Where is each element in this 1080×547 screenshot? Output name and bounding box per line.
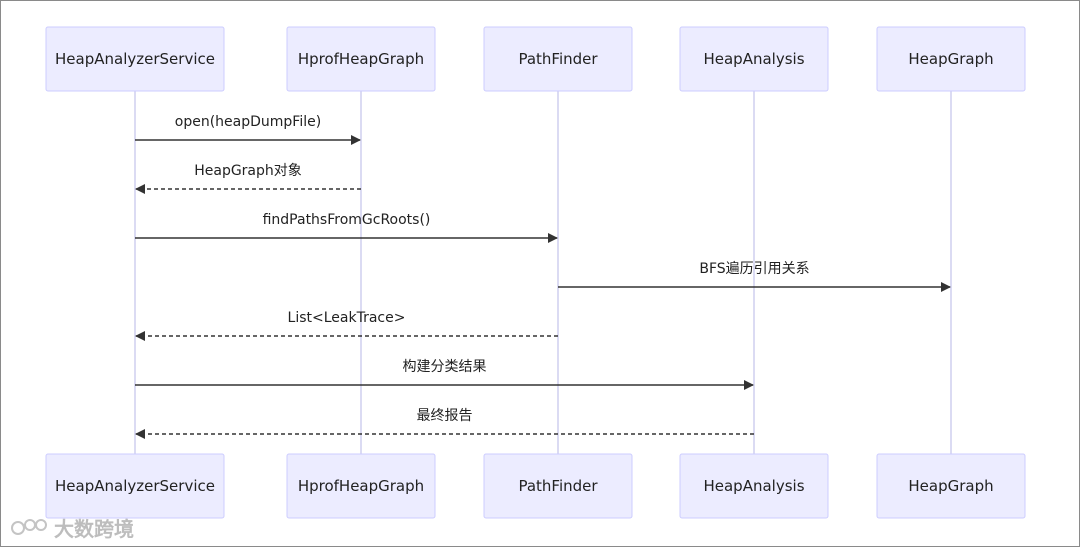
actor-graph-top: HeapGraph <box>876 26 1026 92</box>
message-7: 最终报告 <box>135 408 754 439</box>
actor-label: HprofHeapGraph <box>298 50 424 68</box>
watermark: 大数跨境 <box>10 513 134 542</box>
actor-box <box>876 26 1026 92</box>
actor-path-bottom: PathFinder <box>483 453 633 519</box>
actor-box <box>45 453 225 519</box>
message-label: List<LeakTrace> <box>288 310 406 326</box>
watermark-text: 大数跨境 <box>54 517 134 541</box>
message-label: open(heapDumpFile) <box>175 114 321 130</box>
actor-box <box>679 453 829 519</box>
actor-box <box>45 26 225 92</box>
actor-label: HprofHeapGraph <box>298 477 424 495</box>
actor-label: HeapAnalyzerService <box>55 477 215 495</box>
message-1: open(heapDumpFile) <box>135 114 361 145</box>
actor-label: PathFinder <box>518 477 598 495</box>
message-label: 最终报告 <box>417 408 473 424</box>
actor-box <box>286 26 436 92</box>
actor-label: HeapAnalysis <box>703 50 804 68</box>
message-6: 构建分类结果 <box>135 359 754 390</box>
actor-box <box>679 26 829 92</box>
actor-box <box>286 453 436 519</box>
actor-svc-top: HeapAnalyzerService <box>45 26 225 92</box>
actor-svc-bottom: HeapAnalyzerService <box>45 453 225 519</box>
message-label: findPathsFromGcRoots() <box>263 212 431 228</box>
actor-label: HeapGraph <box>908 50 993 68</box>
actor-analysis-top: HeapAnalysis <box>679 26 829 92</box>
message-label: HeapGraph对象 <box>194 163 302 179</box>
actor-graph-bottom: HeapGraph <box>876 453 1026 519</box>
actor-label: PathFinder <box>518 50 598 68</box>
message-5: List<LeakTrace> <box>135 310 558 341</box>
actor-hprof-top: HprofHeapGraph <box>286 26 436 92</box>
actor-analysis-bottom: HeapAnalysis <box>679 453 829 519</box>
actor-hprof-bottom: HprofHeapGraph <box>286 453 436 519</box>
message-label: 构建分类结果 <box>403 359 487 375</box>
actor-label: HeapAnalysis <box>703 477 804 495</box>
message-2: HeapGraph对象 <box>135 163 361 194</box>
actor-path-top: PathFinder <box>483 26 633 92</box>
actor-box <box>483 26 633 92</box>
actor-box <box>876 453 1026 519</box>
actor-label: HeapAnalyzerService <box>55 50 215 68</box>
message-label: BFS遍历引用关系 <box>699 261 809 277</box>
message-4: BFS遍历引用关系 <box>558 261 951 292</box>
actor-label: HeapGraph <box>908 477 993 495</box>
message-3: findPathsFromGcRoots() <box>135 212 558 243</box>
logo-icon <box>11 518 47 535</box>
actor-box <box>483 453 633 519</box>
